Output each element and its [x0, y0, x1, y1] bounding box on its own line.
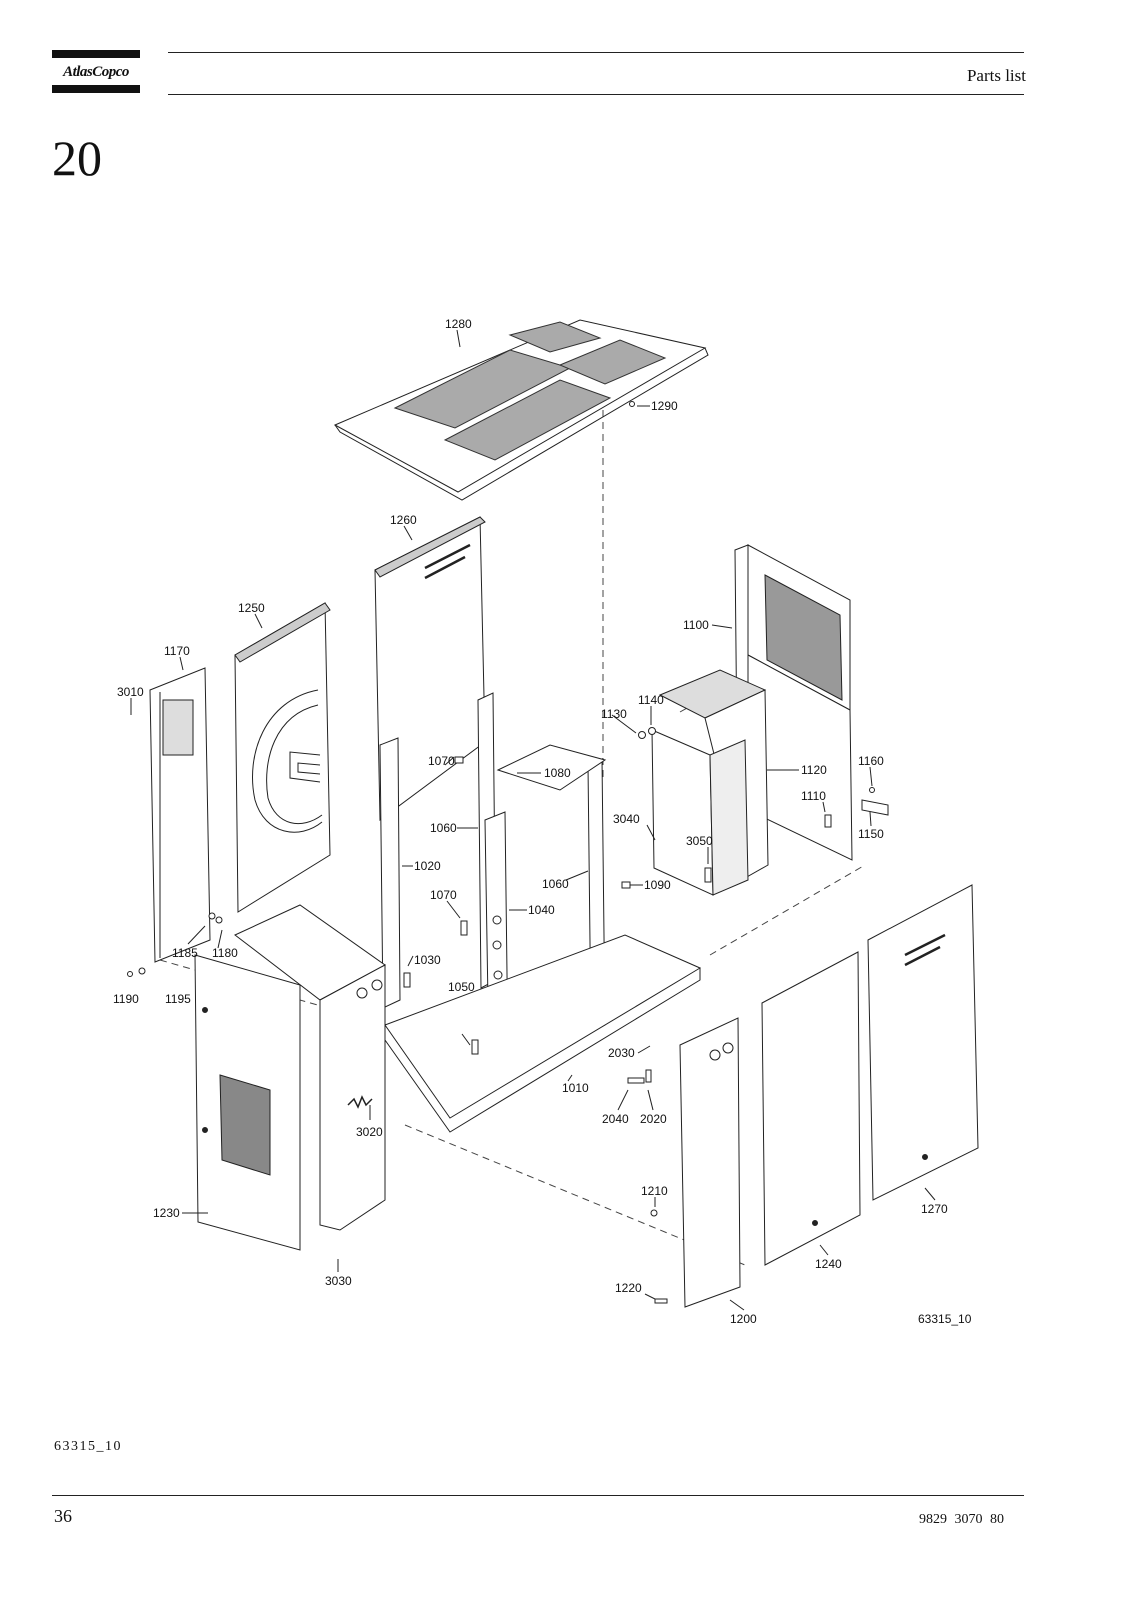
callout-1200: 1200 — [730, 1312, 757, 1326]
cooler-assembly — [652, 670, 768, 895]
logo-bar-top — [52, 50, 140, 58]
callout-1070-lower: 1070 — [430, 888, 457, 902]
clamp-bracket — [862, 800, 888, 815]
callout-1070-upper: 1070 — [428, 754, 455, 768]
diagram-figure-id: 63315_10 — [918, 1312, 972, 1326]
section-number: 20 — [52, 130, 102, 186]
callout-1210: 1210 — [641, 1184, 668, 1198]
callout-3050: 3050 — [686, 834, 713, 848]
callout-1180: 1180 — [212, 946, 238, 960]
callout-1270: 1270 — [921, 1202, 948, 1216]
callout-1150: 1150 — [858, 827, 884, 841]
logo-bar-bottom — [52, 85, 140, 93]
side-panel-left — [235, 603, 330, 912]
callout-2020: 2020 — [640, 1112, 667, 1126]
header-rule-top — [168, 52, 1024, 53]
right-panels — [680, 885, 978, 1307]
callout-1090: 1090 — [644, 878, 671, 892]
callout-1220: 1220 — [615, 1281, 642, 1295]
callout-1260: 1260 — [390, 513, 417, 527]
page-number: 36 — [54, 1506, 72, 1527]
callout-3020: 3020 — [356, 1125, 383, 1139]
callout-3030: 3030 — [325, 1274, 352, 1288]
callout-1060-lower: 1060 — [542, 877, 569, 891]
figure-id: 63315_10 — [54, 1439, 122, 1455]
callout-1030: 1030 — [414, 953, 441, 967]
callout-1280: 1280 — [445, 317, 472, 331]
callout-1040: 1040 — [528, 903, 555, 917]
callout-1110: 1110 — [801, 789, 826, 803]
callout-1185: 1185 — [172, 946, 198, 960]
footer-rule — [52, 1495, 1024, 1496]
callout-1130: 1130 — [601, 707, 627, 721]
left-frame-post — [150, 668, 210, 962]
callout-1170: 1170 — [164, 644, 190, 658]
callout-1050: 1050 — [448, 980, 475, 994]
header-title: Parts list — [967, 66, 1026, 86]
callout-1060-upper: 1060 — [430, 821, 457, 835]
callout-3040: 3040 — [613, 812, 640, 826]
header-rule-bottom — [168, 94, 1024, 95]
callout-2040: 2040 — [602, 1112, 629, 1126]
callout-1140: 1140 — [638, 693, 664, 707]
front-door — [195, 955, 300, 1250]
callout-1080: 1080 — [544, 766, 571, 780]
callout-1120: 1120 — [801, 763, 827, 777]
callout-1010: 1010 — [562, 1081, 589, 1095]
document-number: 9829 3070 80 — [919, 1512, 1004, 1528]
callout-1250: 1250 — [238, 601, 265, 615]
logo-wordmark: AtlasCopco — [52, 60, 140, 84]
callout-1020: 1020 — [414, 859, 441, 873]
atlas-copco-logo: AtlasCopco — [52, 50, 140, 94]
callout-1195: 1195 — [165, 992, 191, 1006]
callout-1100: 1100 — [683, 618, 709, 632]
exploded-view-diagram: 1280 1290 1260 1250 1170 3010 1100 1140 … — [100, 300, 1000, 1360]
callout-1290: 1290 — [651, 399, 678, 413]
callout-1240: 1240 — [815, 1257, 842, 1271]
callout-1190: 1190 — [113, 992, 139, 1006]
callout-1160: 1160 — [858, 754, 884, 768]
callout-1230: 1230 — [153, 1206, 180, 1220]
callout-3010: 3010 — [117, 685, 144, 699]
callout-2030: 2030 — [608, 1046, 635, 1060]
